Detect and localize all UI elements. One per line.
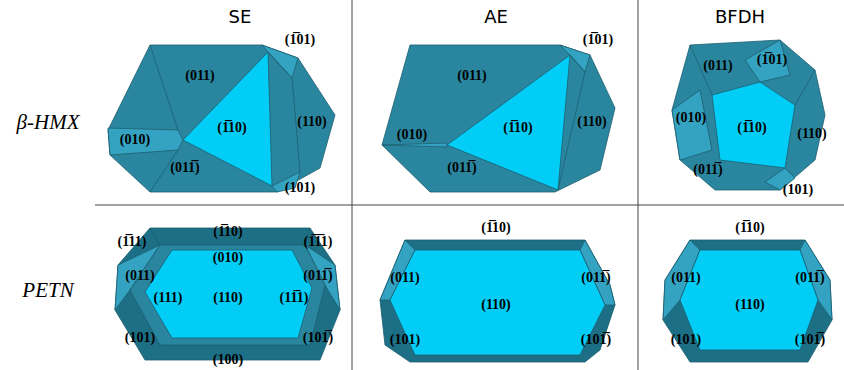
miller-index: (101̅): [795, 332, 825, 348]
crystal-outline: [663, 240, 832, 362]
crystal-face: [390, 250, 605, 355]
miller-index: (101): [390, 332, 420, 348]
column-header: AE: [484, 6, 508, 27]
miller-index: (011̅): [693, 162, 723, 178]
miller-index: (101): [125, 330, 155, 346]
miller-index: (011): [671, 270, 701, 286]
column-header: SE: [229, 6, 252, 27]
grid-line: [352, 0, 353, 370]
miller-index: (101): [783, 182, 813, 198]
miller-index: (011̅): [170, 160, 200, 176]
miller-index: (110): [481, 297, 511, 313]
crystal-face: [130, 245, 325, 345]
miller-index: (011̅): [447, 160, 477, 176]
miller-index: (110): [213, 290, 243, 306]
crystal-edge: [268, 52, 292, 78]
grid-line: [95, 205, 844, 206]
crystal-face: [745, 40, 790, 82]
miller-index: (1̅10): [217, 120, 247, 136]
crystal-face: [672, 90, 712, 160]
crystal-face: [712, 82, 795, 168]
miller-index: (010): [120, 132, 150, 148]
miller-index: (11̅1): [280, 290, 309, 306]
miller-index: (011̅): [795, 270, 825, 286]
miller-index: (1̅01): [285, 32, 315, 48]
crystal-outline: [115, 228, 340, 360]
miller-index: (010): [213, 250, 243, 266]
grid-line: [638, 0, 639, 370]
miller-index: (010): [676, 110, 706, 126]
miller-index: (110): [797, 126, 827, 142]
miller-index: (110): [297, 114, 327, 130]
miller-index: (101̅): [303, 330, 333, 346]
crystal-outline: [382, 45, 615, 192]
miller-index: (011): [185, 68, 215, 84]
row-label: β-HMX: [17, 110, 80, 135]
crystal-outline: [380, 240, 615, 362]
crystal-edge: [558, 72, 585, 190]
miller-index: (110): [577, 114, 607, 130]
miller-index: (1̅10): [213, 224, 243, 240]
crystal-edge: [150, 228, 160, 245]
miller-index: (1̅10): [737, 120, 767, 136]
column-header: BFDH: [715, 6, 765, 27]
miller-index: (011): [457, 68, 487, 84]
miller-index: (1̅01): [583, 32, 613, 48]
miller-index: (010): [397, 127, 427, 143]
crystal-edge: [570, 55, 585, 72]
miller-index: (011): [703, 58, 733, 74]
miller-index: (011): [125, 268, 155, 284]
miller-index: (100): [213, 352, 243, 368]
miller-index: (111): [154, 290, 183, 306]
row-label: PETN: [22, 278, 73, 303]
miller-index: (101): [285, 180, 315, 196]
miller-index: (1̅10): [481, 220, 511, 236]
miller-index: (011̅): [303, 268, 333, 284]
crystal-edge: [795, 70, 815, 105]
miller-index: (110): [735, 297, 765, 313]
crystal-face: [447, 55, 570, 190]
crystal-outline: [108, 45, 335, 192]
miller-index: (1̅1̅1): [304, 234, 333, 250]
crystal-outline: [672, 40, 825, 190]
miller-index: (1̅10): [735, 220, 765, 236]
miller-index: (1̅10): [503, 120, 533, 136]
miller-index: (011̅): [581, 270, 611, 286]
miller-index: (101̅): [581, 332, 611, 348]
miller-index: (101): [671, 332, 701, 348]
miller-index: (1̅01): [757, 52, 787, 68]
miller-index: (1̅11): [118, 234, 147, 250]
miller-index: (011): [390, 270, 420, 286]
crystal-edge: [150, 45, 178, 130]
crystal-face: [145, 250, 312, 338]
crystal-face: [382, 143, 447, 147]
crystal-face: [108, 128, 183, 155]
